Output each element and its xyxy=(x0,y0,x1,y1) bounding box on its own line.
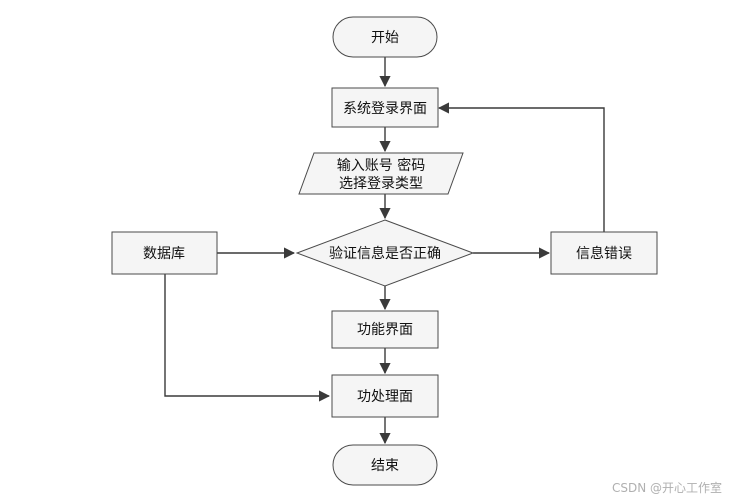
process-page-box xyxy=(331,374,439,418)
watermark-text: CSDN @开心工作室 xyxy=(612,480,722,495)
login-page-box xyxy=(331,87,439,128)
input-parallelogram xyxy=(298,152,464,195)
node-process-page: 功处理面 xyxy=(331,374,439,418)
login-page-label: 系统登录界面 xyxy=(343,101,427,117)
database-label: 数据库 xyxy=(143,246,185,262)
database-box xyxy=(111,231,218,275)
process-page-label: 功处理面 xyxy=(357,389,413,405)
function-page-label: 功能界面 xyxy=(357,322,413,338)
end-label: 结束 xyxy=(371,458,399,474)
start-terminal xyxy=(332,16,438,58)
node-database: 数据库 xyxy=(111,231,218,275)
edge-database-to-process xyxy=(164,274,331,402)
input-label-line2: 选择登录类型 xyxy=(339,176,423,192)
input-label-line1: 输入账号 密码 xyxy=(337,157,425,174)
verify-label: 验证信息是否正确 xyxy=(329,245,441,262)
verify-decision xyxy=(295,219,475,287)
node-start: 开始 xyxy=(332,16,438,58)
end-terminal xyxy=(332,444,438,486)
edges xyxy=(164,57,605,445)
error-label: 信息错误 xyxy=(576,245,632,262)
start-label: 开始 xyxy=(371,30,399,46)
node-input: 输入账号 密码 选择登录类型 xyxy=(298,152,464,195)
function-page-box xyxy=(331,310,439,349)
node-login-page: 系统登录界面 xyxy=(331,87,439,128)
edge-error-to-login xyxy=(437,102,605,232)
node-verify: 验证信息是否正确 xyxy=(295,219,475,287)
node-function-page: 功能界面 xyxy=(331,310,439,349)
node-error: 信息错误 xyxy=(550,231,658,275)
node-end: 结束 xyxy=(332,444,438,486)
error-box xyxy=(550,231,658,275)
